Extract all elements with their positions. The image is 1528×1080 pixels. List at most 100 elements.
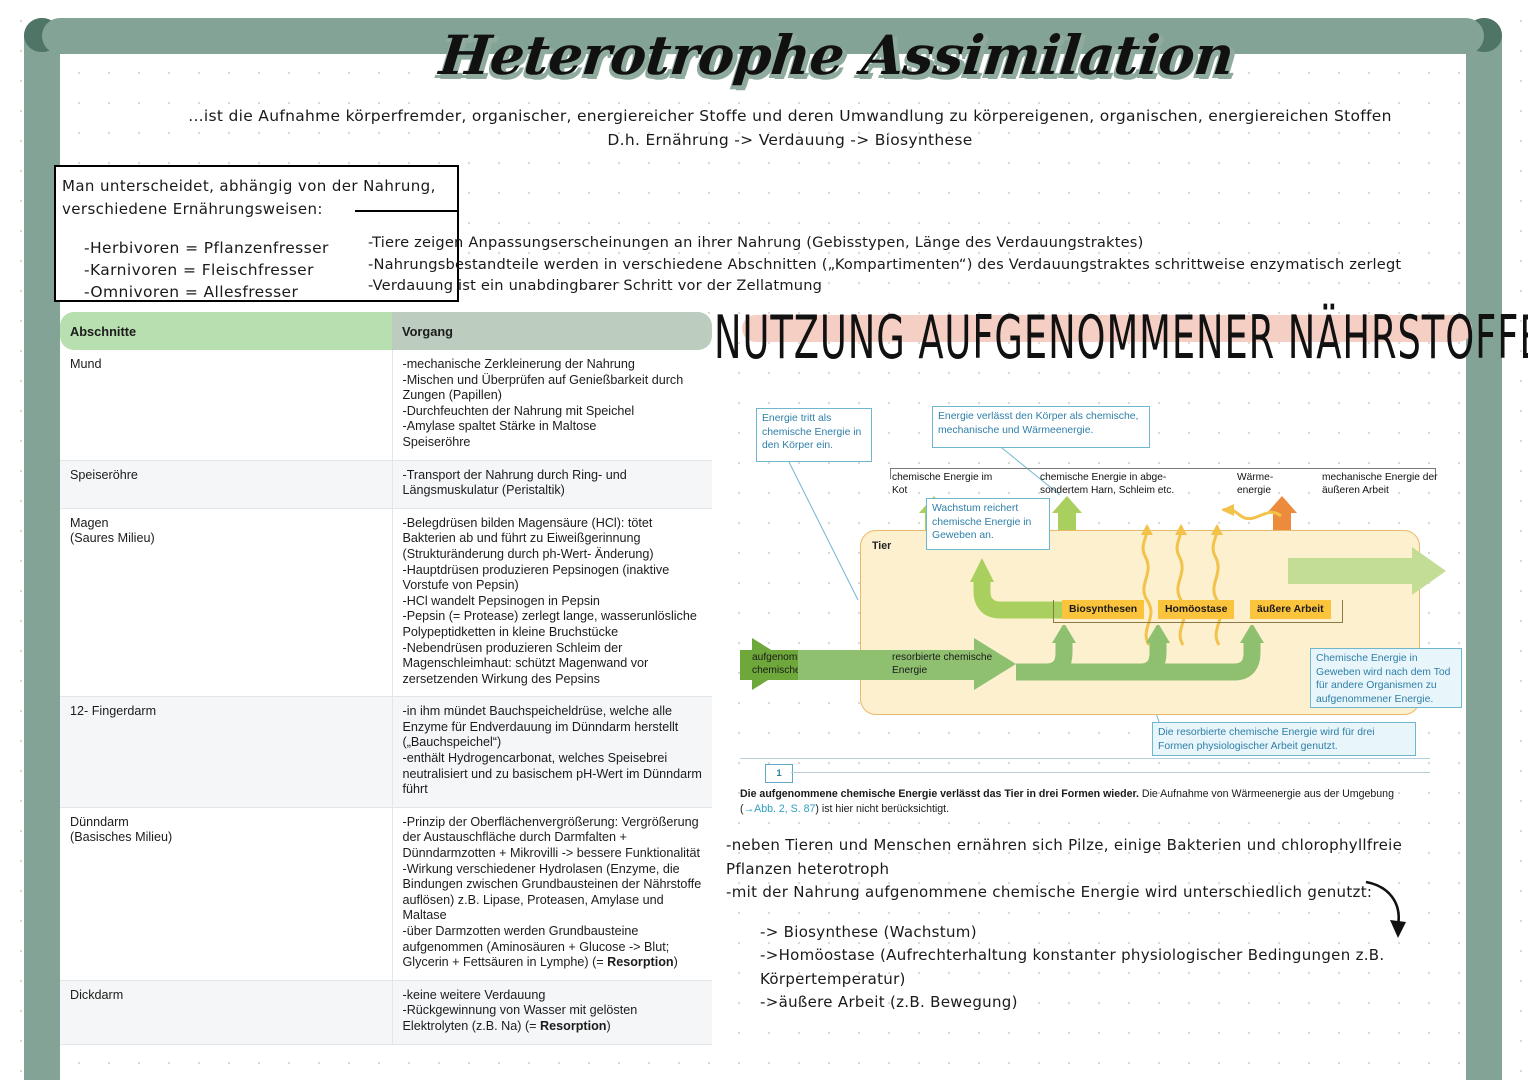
bottom-note-item-2: ->Homöostase (Aufrechterhaltung konstant…: [760, 946, 1385, 964]
callout-text: Chemische Energie in Geweben wird nach d…: [1316, 653, 1451, 705]
callout-energie-verlaesst: Energie verlässt den Körper als chemisch…: [932, 406, 1150, 448]
digestion-table: Abschnitte Vorgang Mund -mechanische Zer…: [60, 312, 712, 1045]
top-bracket: [890, 468, 1436, 479]
work-box-aeussere-arbeit: äußere Arbeit: [1250, 600, 1331, 619]
vorgang-tail: ): [673, 955, 678, 970]
callout-wachstum: Wachstum reichert chemische Energie in G…: [926, 498, 1050, 550]
abschnitt-name: Dickdarm: [70, 987, 124, 1002]
ernaehrungsweisen-heading: Man unterscheidet, abhängig von der Nahr…: [62, 175, 454, 221]
table-row: Mund -mechanische Zerkleinerung der Nahr…: [60, 350, 712, 461]
figure-caption-rest: Die Aufnahme von Wärmeenergie aus der Um…: [740, 788, 1394, 815]
subtitle-block: ...ist die Aufnahme körperfremder, organ…: [170, 104, 1410, 152]
flow-arrow-1-label: aufgenommene chemische Energie: [752, 652, 852, 677]
arrow-harn-head: [1052, 496, 1082, 513]
list-item: -Tiere zeigen Anpassungserscheinungen an…: [368, 234, 1144, 251]
label-waermeenergie: Wärme- energie: [1237, 472, 1274, 496]
flow-arrow-1-shaft: [740, 650, 798, 680]
callout-text: Energie verlässt den Körper als chemisch…: [938, 411, 1139, 436]
vorgang-text: -Transport der Nahrung durch Ring- und L…: [402, 467, 627, 498]
cell-vorgang: -mechanische Zerkleinerung der Nahrung-M…: [392, 350, 712, 461]
ernaehrungsweisen-heading-line-2: verschiedene Ernährungsweisen:: [62, 200, 323, 218]
vorgang-text: -in ihm mündet Bauchspeicheldrüse, welch…: [402, 704, 702, 797]
figure-caption-reference: →Abb. 2, S. 87: [743, 803, 816, 815]
list-item: -Herbivoren = Pflanzenfresser: [84, 239, 329, 257]
flow-arrow-2-text: resorbierte chemische Energie: [892, 652, 993, 676]
subtitle-line-1: ...ist die Aufnahme körperfremder, organ…: [188, 107, 1392, 125]
subtitle-line-2: D.h. Ernährung -> Verdauung -> Biosynthe…: [607, 131, 973, 149]
digestion-table-wrapper: Abschnitte Vorgang Mund -mechanische Zer…: [60, 312, 712, 1045]
table-row: Dünndarm (Basisches Milieu) -Prinzip der…: [60, 807, 712, 981]
cell-abschnitt: Magen (Saures Milieu): [60, 508, 393, 698]
cell-abschnitt: 12- Fingerdarm: [60, 696, 393, 808]
arrow-aeussere-arbeit-head: [1267, 496, 1297, 513]
nutzung-heading: NUTZUNG AUFGENOMMENER NÄHRSTOFFE: [714, 304, 1528, 373]
energy-flow-diagram: Energie tritt als chemische Energie in d…: [740, 400, 1480, 790]
biosynthese-return-arrow: [970, 558, 1090, 619]
callout-chem-energie-gewebe: Chemische Energie in Geweben wird nach d…: [1310, 648, 1462, 708]
list-item: -Nahrungsbestandteile werden in verschie…: [368, 255, 1402, 273]
decorative-frame-top: [42, 18, 1484, 54]
bottom-note-item-3: ->äußere Arbeit (z.B. Bewegung): [760, 993, 1018, 1011]
bottom-notes: -neben Tieren und Menschen ernähren sich…: [726, 834, 1446, 1015]
work-boxes-bracket: [1053, 600, 1343, 623]
vorgang-text: -keine weitere Verdauung-Rückgewinnung v…: [402, 987, 638, 1033]
callout-text: Wachstum reichert chemische Energie in G…: [932, 503, 1032, 542]
vorgang-emphasis: Resorption: [607, 955, 674, 970]
abschnitt-name: Speiseröhre: [70, 467, 138, 482]
cell-abschnitt: Mund: [60, 350, 393, 461]
callout-energie-tritt: Energie tritt als chemische Energie in d…: [756, 408, 872, 462]
bottom-note-item-2b: Körpertemperatur): [760, 969, 906, 988]
figure-rule-top: [740, 758, 1430, 759]
callout-text: Die resorbierte chemische Energie wird f…: [1158, 727, 1375, 752]
abschnitt-subtitle: (Saures Milieu): [70, 531, 155, 546]
cell-abschnitt: Dünndarm (Basisches Milieu): [60, 807, 393, 981]
figure-caption: Die aufgenommene chemische Energie verlä…: [740, 787, 1430, 817]
figure-caption-bold: Die aufgenommene chemische Energie verlä…: [740, 788, 1139, 800]
flow-arrow-2-head: [974, 638, 1016, 690]
abschnitt-name: Mund: [70, 357, 102, 371]
spacer: [726, 905, 1446, 921]
exit-arrow-shaft: [1288, 558, 1412, 584]
hook-arrow-icon: [1365, 880, 1406, 938]
table-header-abschnitte: Abschnitte: [60, 312, 392, 350]
vorgang-text: -Prinzip der Oberflächenvergrößerung: Ve…: [402, 814, 702, 970]
cell-vorgang: -in ihm mündet Bauchspeicheldrüse, welch…: [392, 696, 712, 808]
flow-arrow-1-text: aufgenommene chemische Energie: [752, 652, 839, 676]
abschnitt-name: Magen: [70, 515, 109, 530]
ernaehrungsweisen-heading-line-1: Man unterscheidet, abhängig von der Nahr…: [62, 177, 436, 195]
cell-vorgang: -Transport der Nahrung durch Ring- und L…: [392, 460, 712, 509]
label-mechanische-energie: mechanische Energie der äußeren Arbeit: [1322, 472, 1438, 496]
abschnitt-name: Dünndarm: [70, 814, 129, 829]
work-box-biosynthesen: Biosynthesen: [1062, 600, 1145, 619]
ernaehrungsweisen-list: -Herbivoren = Pflanzenfresser -Karnivore…: [84, 237, 329, 303]
page-title: Heterotrophe Assimilation: [436, 23, 1237, 87]
callout-resorbierte-genutzt: Die resorbierte chemische Energie wird f…: [1152, 722, 1416, 756]
ernaehrungsweisen-box-notch: [355, 210, 459, 302]
cell-abschnitt: Speiseröhre: [60, 460, 393, 509]
vorgang-text: -Belegdrüsen bilden Magensäure (HCl): tö…: [402, 515, 697, 686]
exit-arrow-head: [1412, 547, 1446, 595]
list-item: -Verdauung ist ein unabdingbarer Schritt…: [368, 277, 823, 294]
table-row: Dickdarm -keine weitere Verdauung-Rückge…: [60, 980, 712, 1045]
flow-arrow-2-shaft: [798, 650, 974, 680]
cell-abschnitt: Dickdarm: [60, 980, 393, 1045]
table-header-vorgang: Vorgang: [392, 312, 712, 350]
flow-arrow-2-label: resorbierte chemische Energie: [892, 652, 1002, 677]
cell-vorgang: -Belegdrüsen bilden Magensäure (HCl): tö…: [392, 508, 712, 698]
figure-number: 1: [765, 764, 793, 783]
list-item: -Omnivoren = Allesfresser: [84, 283, 299, 301]
bottom-note-item-1: -> Biosynthese (Wachstum): [760, 922, 977, 941]
cell-vorgang: -keine weitere Verdauung-Rückgewinnung v…: [392, 980, 712, 1045]
list-item: -Karnivoren = Fleischfresser: [84, 261, 314, 279]
figure-caption-end: ) ist hier nicht berücksichtigt.: [815, 803, 950, 815]
top-bullet-list: -Tiere zeigen Anpassungserscheinungen an…: [368, 232, 1478, 297]
animal-label: Tier: [872, 540, 892, 552]
work-input-arrows: [1016, 625, 1264, 681]
cell-vorgang: -Prinzip der Oberflächenvergrößerung: Ve…: [392, 807, 712, 981]
bottom-note-line-1: -neben Tieren und Menschen ernähren sich…: [726, 836, 1403, 854]
label-chem-energie-kot: chemische Energie im Kot: [892, 472, 993, 496]
work-box-homoeostase: Homöostase: [1158, 600, 1235, 619]
label-chem-energie-harn: chemische Energie in abge- sondertem Har…: [1040, 472, 1175, 496]
vorgang-text: -mechanische Zerkleinerung der Nahrung-M…: [402, 357, 684, 449]
table-body: Mund -mechanische Zerkleinerung der Nahr…: [60, 350, 712, 1045]
